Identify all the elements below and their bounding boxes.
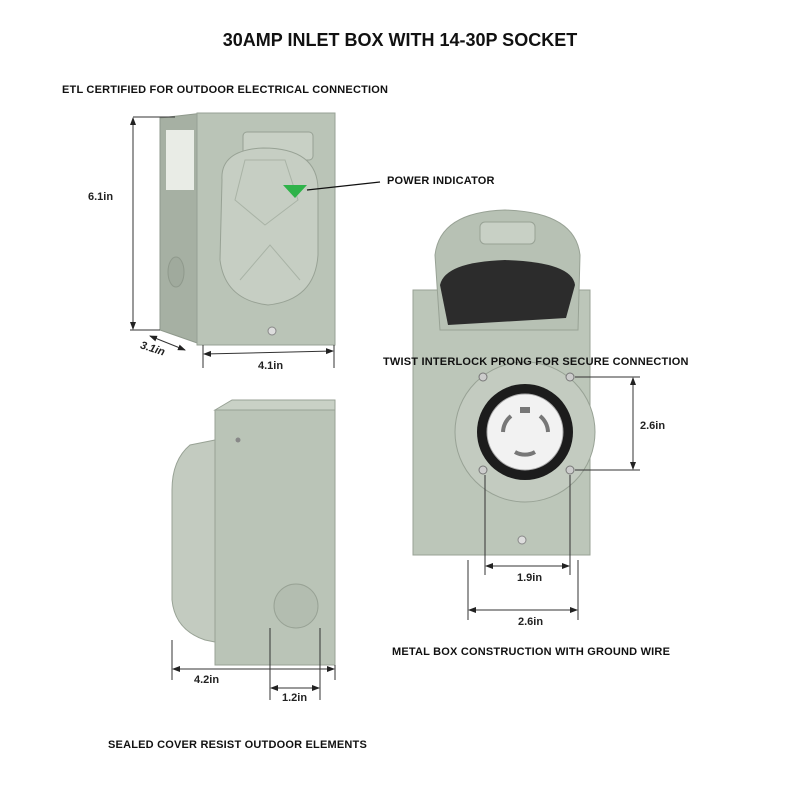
sealed-cover-callout: SEALED COVER RESIST OUTDOOR ELEMENTS	[108, 739, 368, 751]
inlet-box-side-view	[171, 399, 336, 666]
inlet-box-open-view	[412, 209, 596, 556]
socket-outer-width-label: 2.6in	[518, 616, 544, 628]
inlet-box-front-view	[159, 112, 336, 346]
dimension-lines-front	[130, 116, 335, 368]
knockout-label: 1.2in	[282, 692, 308, 704]
height-dimension-label: 6.1in	[88, 191, 114, 203]
power-indicator-callout: POWER INDICATOR	[387, 175, 495, 187]
twist-interlock-callout: TWIST INTERLOCK PRONG FOR SECURE CONNECT…	[383, 356, 689, 368]
page-title: 30AMP INLET BOX WITH 14-30P SOCKET	[222, 30, 578, 50]
power-indicator-light	[283, 185, 307, 198]
socket-prong-slot	[520, 407, 530, 413]
etl-callout: ETL CERTIFIED FOR OUTDOOR ELECTRICAL CON…	[62, 84, 389, 96]
metal-box-callout: METAL BOX CONSTRUCTION WITH GROUND WIRE	[392, 646, 671, 658]
socket-height-label: 2.6in	[640, 420, 666, 432]
width-dimension-label: 4.1in	[258, 360, 284, 372]
socket-inner-width-label: 1.9in	[517, 572, 543, 584]
dimension-lines-socket	[467, 376, 640, 620]
dimension-lines-side	[171, 628, 336, 700]
power-indicator-leader	[306, 181, 381, 191]
side-depth-label: 4.2in	[194, 674, 220, 686]
